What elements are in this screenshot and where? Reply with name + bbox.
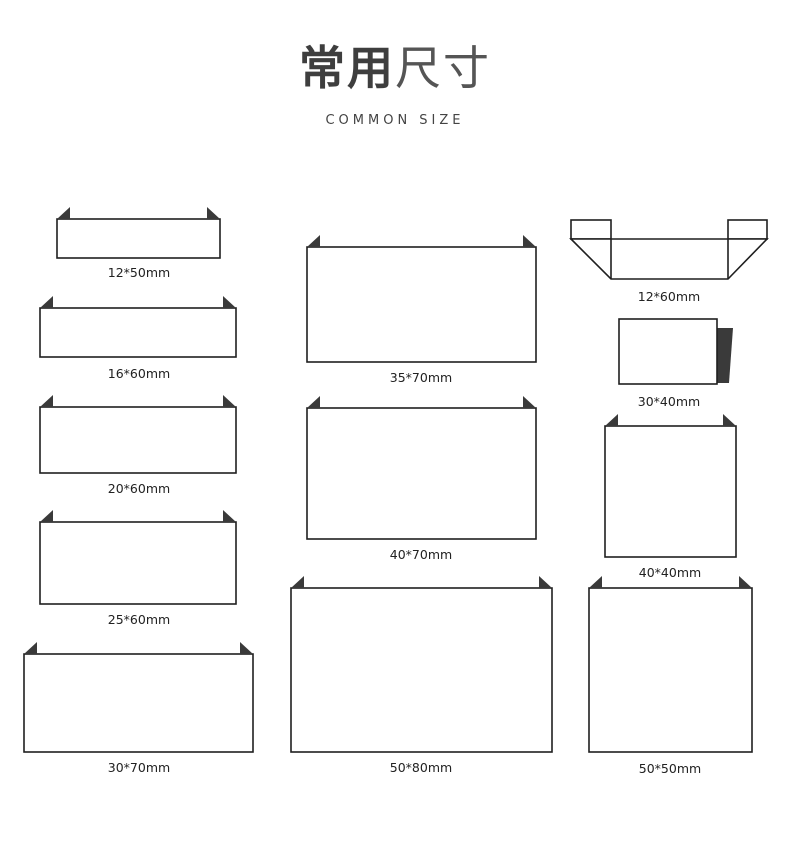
fold-tab-right [523,235,536,247]
size-item-12x60: 12*60mm [569,219,769,304]
size-item-40x70: 40*70mm [306,396,537,562]
size-item-40x40: 40*40mm [604,414,737,580]
size-item-30x40: 30*40mm [618,318,733,409]
title-light: 尺寸 [395,41,491,95]
fold-tab-left [40,395,53,407]
fold-tab-right [739,576,752,588]
size-item-35x70: 35*70mm [306,235,537,385]
sticker-outline [39,307,237,358]
fold-tab-left [307,396,320,408]
fold-tab-side [717,328,733,383]
sticker-outline [604,425,737,558]
sticker-outline [569,238,769,280]
fold-tab-left [40,510,53,522]
fold-tab-left [291,576,304,588]
flap-left [570,219,612,240]
size-item-50x50: 50*50mm [588,576,753,776]
fold-tab-right [223,510,236,522]
fold-tab-left [307,235,320,247]
fold-tab-right [723,414,736,426]
fold-tab-left [589,576,602,588]
size-label: 16*60mm [108,366,170,381]
fold-tab-left [24,642,37,654]
size-label: 30*40mm [638,394,700,409]
sticker-outline [306,246,537,363]
page-subtitle: COMMON SIZE [325,113,465,128]
fold-tab-right [523,396,536,408]
size-label: 12*50mm [108,265,170,280]
fold-tab-left [57,207,70,219]
size-item-12x50: 12*50mm [56,207,221,280]
fold-tab-left [40,296,53,308]
size-label: 40*70mm [390,547,452,562]
size-label: 50*50mm [639,761,701,776]
size-label: 25*60mm [108,612,170,627]
size-label: 35*70mm [390,370,452,385]
size-label: 20*60mm [108,481,170,496]
size-label: 12*60mm [638,289,700,304]
sticker-outline [39,521,237,605]
fold-tab-right [207,207,220,219]
fold-tab-right [223,296,236,308]
fold-tab-right [240,642,253,654]
size-item-25x60: 25*60mm [39,510,237,627]
title-bold: 常用 [299,41,395,95]
size-label: 50*80mm [390,760,452,775]
sticker-outline [56,218,221,259]
sticker-outline [588,587,753,753]
sticker-outline [306,407,537,540]
sticker-outline [290,587,553,753]
page-title: 常用尺寸 [0,40,790,96]
fold-tab-left [605,414,618,426]
size-item-30x70: 30*70mm [23,642,254,775]
sticker-outline [39,406,237,474]
sticker-outline [23,653,254,753]
sticker-outline [618,318,718,385]
size-item-20x60: 20*60mm [39,395,237,496]
flap-right [727,219,768,240]
size-item-50x80: 50*80mm [290,576,553,775]
size-label: 40*40mm [639,565,701,580]
size-item-16x60: 16*60mm [39,296,237,381]
size-label: 30*70mm [108,760,170,775]
fold-tab-right [539,576,552,588]
fold-tab-right [223,395,236,407]
